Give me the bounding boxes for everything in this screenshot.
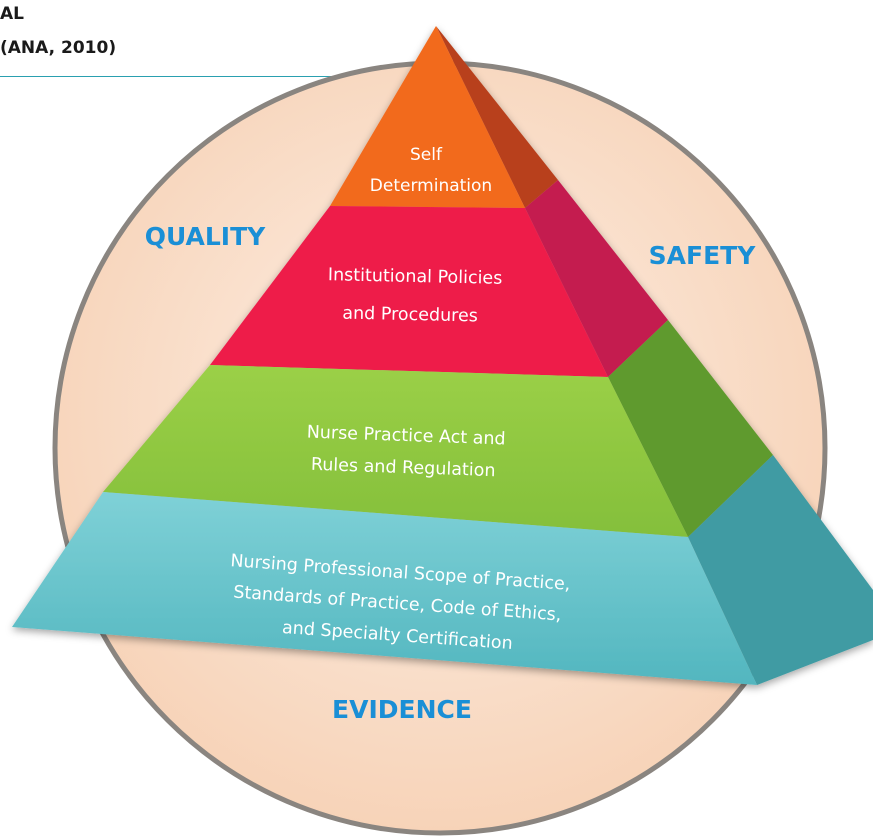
tier-2-label-line-1: Institutional Policies bbox=[328, 265, 503, 289]
tier-2-front-face bbox=[210, 206, 608, 377]
header-line-1: AL bbox=[0, 4, 24, 24]
tier-3-side-face bbox=[608, 320, 773, 537]
tier-2-label-line-2: and Procedures bbox=[342, 304, 478, 327]
safety-label: SAFETY bbox=[649, 241, 757, 270]
tier-1-label-line-2: Determination bbox=[370, 176, 492, 196]
tier-2-side-face bbox=[525, 180, 668, 377]
header-line-2: (ANA, 2010) bbox=[0, 38, 117, 58]
tier-4-front-face bbox=[12, 492, 757, 685]
tier-4-side-face bbox=[688, 455, 873, 685]
tier-3-front-face bbox=[103, 365, 688, 537]
tier-1-side-face bbox=[436, 26, 558, 208]
header-divider bbox=[0, 76, 338, 77]
tier-1-front-face bbox=[330, 26, 525, 208]
quality-label: QUALITY bbox=[145, 222, 266, 251]
evidence-label: EVIDENCE bbox=[332, 695, 472, 724]
tier-1-label-line-1: Self bbox=[410, 145, 443, 165]
